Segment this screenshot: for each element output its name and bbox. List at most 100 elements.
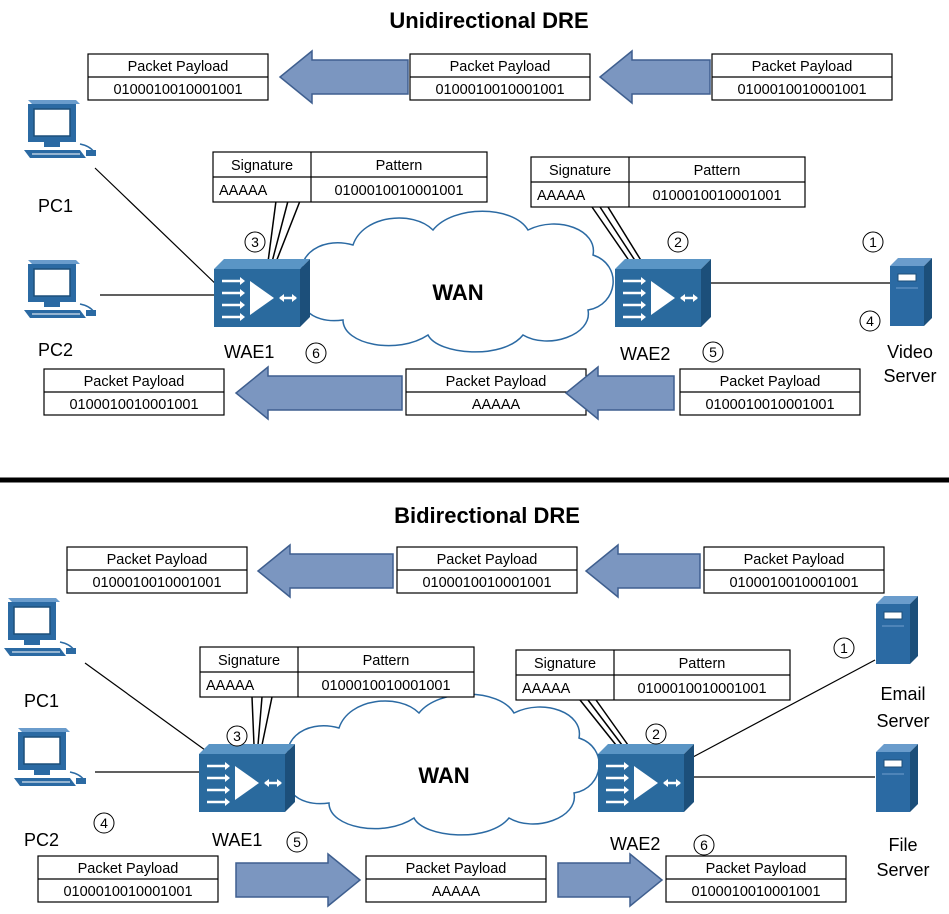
payload-header: Packet Payload [107,552,208,568]
diagram-title: Bidirectional DRE [394,503,580,528]
wae2-label: WAE2 [610,834,660,854]
signature-header: Signature [549,163,611,179]
cache-leader-line [267,200,277,263]
cache-leader-line [599,206,637,263]
step-5-marker: 5 [702,341,724,363]
payload-header: Packet Payload [406,861,507,877]
bidirectional-diagram: Bidirectional DRE Packet Payload 010001001… [3,503,930,908]
file-server-label-line2: Server [876,860,929,880]
wan-label: WAN [432,280,483,305]
cache-leader-line [579,699,617,746]
wan-cloud [301,210,614,353]
step-number: 2 [652,726,660,742]
signature-value: AAAAA [522,681,571,697]
step-number: 6 [312,345,320,361]
flow-arrow [598,49,711,105]
payload-header: Packet Payload [450,59,551,75]
payload-value: AAAAA [472,397,521,413]
pc2-icon [13,727,87,787]
step-1-marker: 1 [862,231,884,253]
file-server-label-line1: File [888,835,917,855]
payload-box: Packet Payload 0100010010001001 [396,546,578,594]
step-5-marker: 5 [286,831,308,853]
payload-box: Packet Payload 0100010010001001 [87,53,269,101]
pc2-label: PC2 [38,340,73,360]
step-3-marker: 3 [244,231,266,253]
pattern-value: 0100010010001001 [637,681,766,697]
payload-value: 0100010010001001 [705,397,834,413]
wae2-label: WAE2 [620,344,670,364]
pc2-icon [23,259,97,319]
link-line [94,167,223,291]
step-number: 3 [233,728,241,744]
payload-value: AAAAA [432,884,481,900]
pattern-value: 0100010010001001 [652,188,781,204]
wae1-label: WAE1 [224,342,274,362]
payload-header: Packet Payload [128,59,229,75]
payload-value: 0100010010001001 [422,575,551,591]
wae1-label: WAE1 [212,830,262,850]
pc1-icon [3,597,77,657]
wae1-icon [197,742,297,814]
payload-value: 0100010010001001 [691,884,820,900]
payload-value: 0100010010001001 [113,82,242,98]
server-label-line1: Video [887,342,933,362]
payload-header: Packet Payload [78,861,179,877]
signature-header: Signature [534,656,596,672]
step-number: 2 [674,234,682,250]
wan-label: WAN [418,763,469,788]
step-number: 3 [251,234,259,250]
step-number: 4 [866,313,874,329]
step-number: 6 [700,837,708,853]
step-6-marker: 6 [693,834,715,856]
pc2-label: PC2 [24,830,59,850]
link-line [84,662,206,751]
cache-leader-line [251,696,255,746]
cache-leader-line [587,699,623,746]
pattern-header: Pattern [376,158,423,174]
step-number: 5 [709,344,717,360]
flow-arrow [256,543,394,599]
flow-arrow [235,852,362,908]
step-6-marker: 6 [305,342,327,364]
step-1-marker: 1 [833,637,855,659]
step-number: 1 [840,640,848,656]
pattern-header: Pattern [363,653,410,669]
video-server-icon [889,257,933,327]
step-number: 5 [293,834,301,850]
payload-header: Packet Payload [706,861,807,877]
payload-box: Packet Payload 0100010010001001 [665,855,847,903]
signature-value: AAAAA [537,188,586,204]
cache-leader-line [271,200,289,263]
step-3-marker: 3 [226,725,248,747]
payload-value: 0100010010001001 [737,82,866,98]
cache-leader-line [261,696,273,746]
wae2-icon [613,257,713,329]
payload-box: Packet Payload 0100010010001001 [37,855,219,903]
email-server-label-line2: Server [876,711,929,731]
email-server-icon [875,595,919,665]
payload-header: Packet Payload [752,59,853,75]
pc1-label: PC1 [24,691,59,711]
flow-arrow [584,543,701,599]
payload-header: Packet Payload [437,552,538,568]
payload-header: Packet Payload [84,374,185,390]
cache-leader-line [591,206,631,263]
payload-value: 0100010010001001 [63,884,192,900]
wae1-icon [212,257,312,329]
payload-header: Packet Payload [744,552,845,568]
cache-leader-line [275,200,301,263]
pattern-value: 0100010010001001 [321,678,450,694]
pc1-icon [23,99,97,159]
diagram-title: Unidirectional DRE [389,8,588,33]
flow-arrow [278,49,409,105]
flow-arrow [557,852,664,908]
flow-arrow [234,365,403,421]
